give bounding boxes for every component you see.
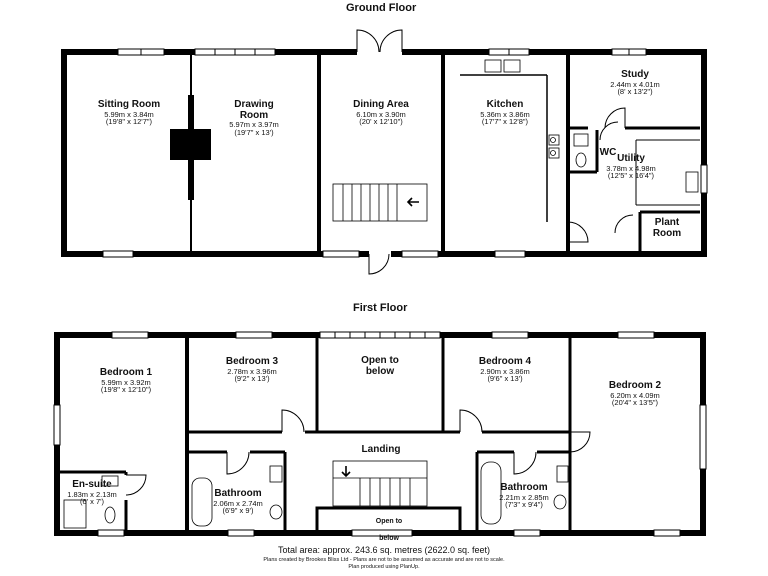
room-label-bathroom-2: Bathroom 2.21m x 2.85m (7'3" x 9'4") [495,482,553,510]
chimney-breast [170,95,211,200]
room-label-open-to-below: Open to below [358,355,402,377]
room-label-bathroom-1: Bathroom 2.06m x 2.74m (6'9" x 9') [210,488,266,516]
room-label-wc: WC [596,147,620,159]
room-label-kitchen: Kitchen 5.36m x 3.86m (17'7" x 12'8") [468,99,542,127]
room-name: Utility [617,153,645,164]
room-name: Drawing Room [234,99,274,121]
room-dims: 2.90m x 3.86m [480,366,530,376]
room-name: Bedroom 1 [99,367,153,378]
room-label-en-suite: En-suite 1.83m x 2.13m (6' x 7') [66,479,118,507]
disclaimer: Plans created by Brookes Bliss Ltd - Pla… [263,557,505,563]
room-label-utility: Utility 3.78m x 4.98m (12'5" x 16'4") [596,153,666,181]
room-label-landing: Landing [350,444,412,456]
room-name: Open to below [375,518,403,542]
room-label-plant-room: Plant Room [646,217,688,239]
room-imperial: (12'5" x 16'4") [607,171,655,181]
room-label-bedroom-4: Bedroom 4 2.90m x 3.86m (9'6" x 13') [472,356,538,384]
room-imperial: (17'7" x 12'8") [481,117,529,127]
room-imperial: (19'8" x 12'7") [105,117,153,127]
room-dims: 2.06m x 2.74m [213,498,263,508]
room-label-sitting-room: Sitting Room 5.99m x 3.84m (19'8" x 12'7… [94,99,164,127]
first-floor-window-ticks [334,332,426,338]
room-imperial: (9'6" x 13') [487,374,523,384]
room-name: Bedroom 3 [225,356,279,367]
ground-floor-title: Ground Floor [346,2,417,14]
room-label-drawing-room: Drawing Room 5.97m x 3.97m (19'7" x 13') [223,99,285,137]
room-name: Dining Area [353,99,409,110]
bathroom-fittings [63,461,569,529]
room-name: Study [621,69,649,80]
total-area: Total area: approx. 243.6 sq. metres (26… [277,545,491,555]
room-name: Kitchen [486,99,524,110]
room-dims: 6.10m x 3.90m [356,109,406,119]
room-name: Sitting Room [97,99,161,110]
room-name: Open to below [361,355,399,377]
first-floor-doors [125,409,591,496]
wc-fittings [573,133,699,193]
first-floor-staircase [332,460,428,507]
room-label-bedroom-3: Bedroom 3 2.78m x 3.96m (9'2" x 13') [219,356,285,384]
room-label-open-to-below-void: Open to below [372,511,406,545]
room-imperial: (19'7" x 13') [234,127,274,137]
ground-floor-window-ticks [140,49,630,55]
room-label-bedroom-2: Bedroom 2 6.20m x 4.09m (20'4" x 13'5") [600,380,670,408]
ground-floor-staircase [332,183,428,222]
room-imperial: (6'9" x 9') [222,506,254,516]
room-dims: 5.97m x 3.97m [229,120,279,129]
room-dims: 2.44m x 4.01m [610,79,660,89]
room-dims: 6.20m x 4.09m [610,390,660,400]
room-dims: 5.99m x 3.84m [104,109,154,119]
room-dims: 2.21m x 2.85m [499,492,549,502]
room-name: Plant Room [652,217,682,239]
room-dims: 3.78m x 4.98m [606,163,656,173]
room-imperial: (9'2" x 13') [234,374,270,384]
room-name: Landing [361,444,401,455]
room-imperial: (20'4" x 13'5") [611,398,659,408]
kitchen-fittings [484,59,560,159]
room-dims: 2.78m x 3.96m [227,366,277,376]
room-name: WC [599,147,617,158]
produced-note: Plan produced using PlanUp. [348,564,420,570]
ground-floor-doors [356,29,634,275]
room-imperial: (20' x 12'10") [359,117,403,127]
room-dims: 5.99m x 3.92m [101,377,151,387]
room-dims: 1.83m x 2.13m [67,489,117,499]
room-label-bedroom-1: Bedroom 1 5.99m x 3.92m (19'8" x 12'10") [90,367,162,395]
room-name: Bedroom 4 [478,356,532,367]
first-floor-title: First Floor [353,302,408,314]
room-imperial: (6' x 7') [79,497,105,507]
room-imperial: (8' x 13'2") [617,87,653,97]
room-name: Bathroom [500,482,548,493]
room-imperial: (19'8" x 12'10") [100,385,152,395]
room-label-dining-area: Dining Area 6.10m x 3.90m (20' x 12'10") [346,99,416,127]
room-dims: 5.36m x 3.86m [480,109,530,119]
room-imperial: (7'3" x 9'4") [505,500,543,510]
room-name: Bathroom [214,488,262,499]
room-label-study: Study 2.44m x 4.01m (8' x 13'2") [598,69,672,97]
room-name: En-suite [72,479,112,490]
room-name: Bedroom 2 [608,380,662,391]
